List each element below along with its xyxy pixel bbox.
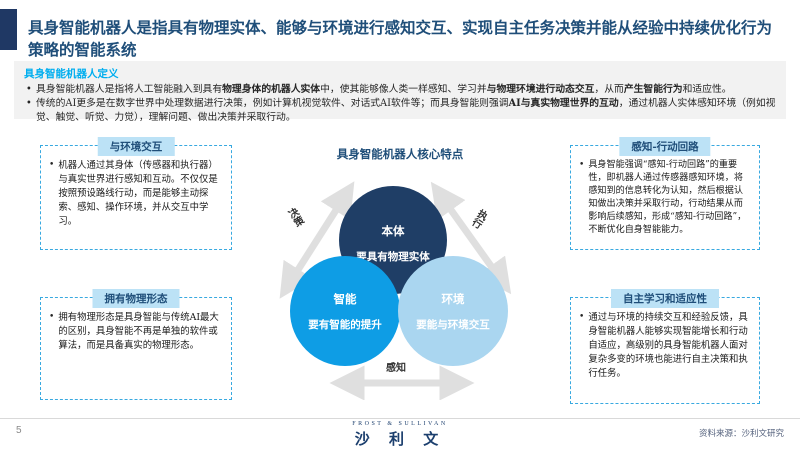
bullet-marker: • [49,160,55,170]
page-title: 具身智能机器人是指具有物理实体、能够与环境进行感知交互、实现自主任务决策并能从经… [28,18,773,59]
logo-english-text: FROST & SULLIVAN [352,421,448,427]
feature-box-body: • 具身智能强调“感知-行动回路”的重要性，即机器人通过传感器感知环境，将感知到… [571,146,759,240]
feature-box-self-learning: 自主学习和适应性 • 通过与环境的持续交互和经验反馈，具身智能机器人能够实现智能… [570,289,760,404]
page-number: 5 [16,425,22,436]
feature-box-perception-action-loop: 感知-行动回路 • 具身智能强调“感知-行动回路”的重要性，即机器人通过传感器感… [570,137,760,250]
perception-label: 感知 [386,363,406,374]
circle-name: 环境 [441,291,465,306]
feature-box-environment-interaction: 与环境交互 • 机器人通过其身体（传感器和执行器）与真实世界进行感知和互动。不仅… [40,137,232,250]
definition-bullet: 具身智能机器人是指将人工智能融入到具有物理身体的机器人实体中，使其能够像人类一样… [24,83,776,97]
feature-box-title: 与环境交互 [97,137,175,156]
feature-box-title: 自主学习和适应性 [611,289,719,308]
circle-desc: 要有智能的提升 [308,318,382,331]
circle-desc: 要具有物理实体 [356,250,430,263]
circle-desc: 要能与环境交互 [416,318,490,331]
feature-box-body: • 机器人通过其身体（传感器和执行器）与真实世界进行感知和互动。不仅仅是按照预设… [41,146,231,234]
logo-chinese-text: 沙 利 文 [354,430,446,448]
definition-panel: 具身智能机器人定义 具身智能机器人是指将人工智能融入到具有物理身体的机器人实体中… [14,61,786,123]
source-note: 资料来源：沙利文研究 [698,429,784,439]
feature-box-body: • 拥有物理形态是具身智能与传统AI最大的区别，具身智能不再是单独的软件或算法，… [41,298,231,357]
feature-box-text: 通过与环境的持续交互和经验反馈，具身智能机器人能够实现智能增长和行动自适应，高级… [588,312,748,380]
definition-bullet-list: 具身智能机器人是指将人工智能融入到具有物理身体的机器人实体中，使其能够像人类一样… [24,83,776,126]
execution-arrow [430,181,512,295]
circle-environment: 环境 要能与环境交互 [398,256,508,366]
circle-intelligence: 智能 要有智能的提升 [290,256,400,366]
feature-box-title: 感知-行动回路 [619,137,711,156]
bullet-marker: • [579,160,585,170]
definition-bullet: 传统的AI更多是在数字世界中处理数据进行决策，例如计算机视觉软件、对话式AI软件… [24,97,776,125]
bullet-marker: • [49,312,55,322]
bullet-marker: • [579,312,585,322]
feature-box-body: • 通过与环境的持续交互和经验反馈，具身智能机器人能够实现智能增长和行动自适应，… [571,298,759,386]
feature-box-text: 拥有物理形态是具身智能与传统AI最大的区别，具身智能不再是单独的软件或算法，而是… [58,312,219,352]
circle-name: 本体 [381,223,405,238]
footer-divider [0,418,800,419]
feature-box-text: 机器人通过其身体（传感器和执行器）与真实世界进行感知和互动。不仅仅是按照预设路线… [58,160,218,228]
decision-arrow [279,181,355,299]
feature-box-title: 拥有物理形态 [92,289,180,308]
diagram-title: 具身智能机器人核心特点 [336,147,464,161]
frost-sullivan-logo: FROST & SULLIVAN 沙 利 文 [0,421,800,449]
feature-box-text: 具身智能强调“感知-行动回路”的重要性，即机器人通过传感器感知环境，将感知到的信… [588,160,747,235]
cycle-arrows [279,181,512,400]
title-accent-bar [0,9,17,50]
circle-name: 智能 [333,291,357,306]
core-features-diagram: 具身智能机器人核心特点 本体 要具有物理实体 智能 要有智能的提升 环境 要能与… [275,140,525,400]
definition-title: 具身智能机器人定义 [24,68,119,80]
feature-box-physical-form: 拥有物理形态 • 拥有物理形态是具身智能与传统AI最大的区别，具身智能不再是单独… [40,289,232,400]
